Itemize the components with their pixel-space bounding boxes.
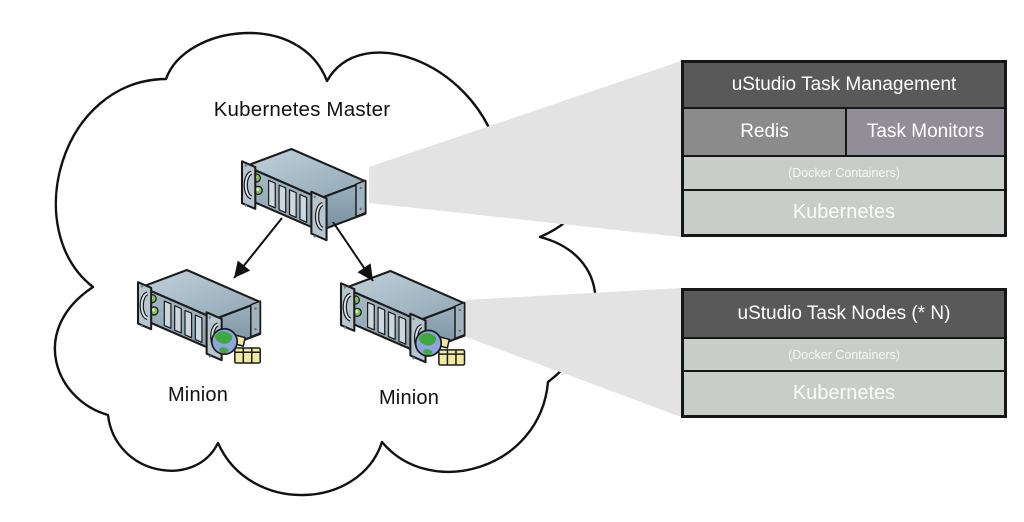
master-node-label: Kubernetes Master xyxy=(213,98,391,121)
management-docker-layer: (Docker Containers) xyxy=(684,155,1004,189)
callout-beam-minion xyxy=(466,288,681,417)
management-components-row: Redis Task Monitors xyxy=(684,107,1004,155)
task-monitors-cell: Task Monitors xyxy=(847,109,1004,155)
arrow-master-to-left-minion xyxy=(233,217,283,279)
task-nodes-callout-title: uStudio Task Nodes (* N) xyxy=(684,291,1004,337)
task-nodes-docker-layer: (Docker Containers) xyxy=(684,337,1004,370)
management-kubernetes-layer: Kubernetes xyxy=(684,189,1004,234)
management-callout-title: uStudio Task Management xyxy=(684,63,1004,107)
minion-left-label: Minion xyxy=(167,384,229,406)
minion-right-label: Minion xyxy=(378,387,440,409)
task-nodes-callout-box: uStudio Task Nodes (* N) (Docker Contain… xyxy=(681,288,1007,418)
redis-cell: Redis xyxy=(684,109,847,155)
task-nodes-kubernetes-layer: Kubernetes xyxy=(684,370,1004,415)
callout-beam-master xyxy=(369,61,681,237)
management-callout-box: uStudio Task Management Redis Task Monit… xyxy=(681,60,1007,237)
arrow-master-to-right-minion xyxy=(332,221,374,282)
